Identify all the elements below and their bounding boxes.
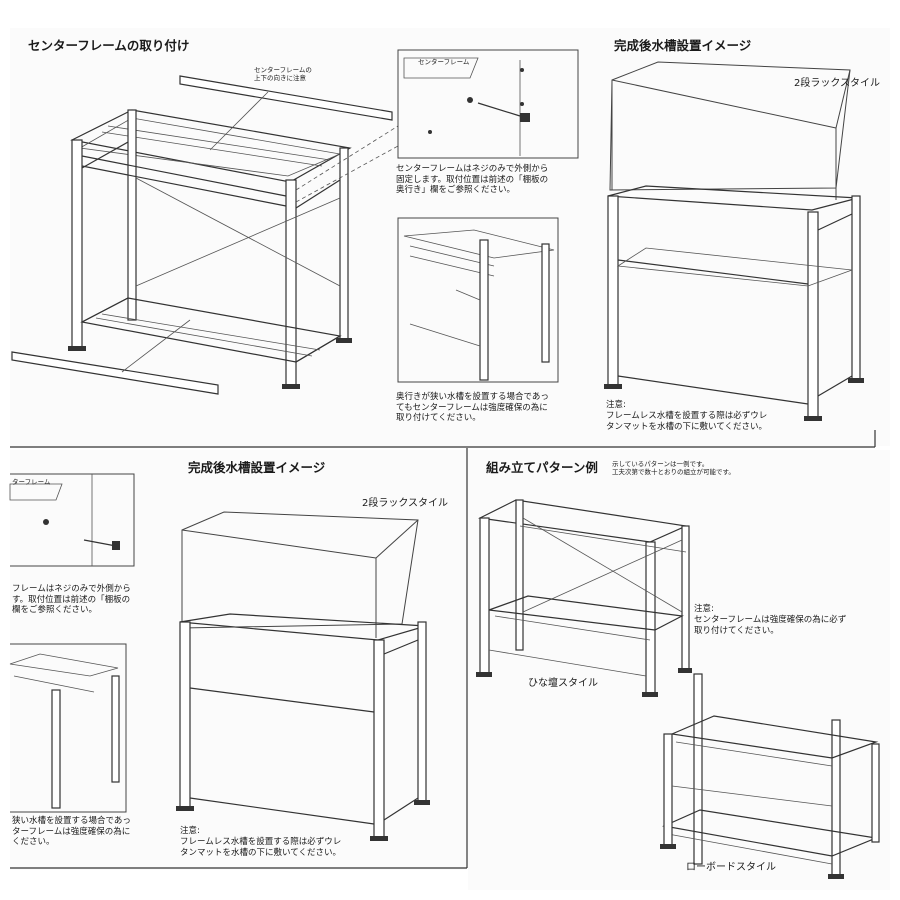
caution-label-patterns: 注意: [694, 604, 714, 614]
screw-fixing-note-cropped: フレームはネジのみで外側から す。取付位置は前述の「棚板の 欄をご参照ください。 [12, 584, 131, 616]
narrow-tank-note-cropped: 狭い水槽を設置する場合であっ ターフレームは強度確保の為に ください。 [12, 816, 131, 848]
low-board-rack-drawing [660, 673, 880, 879]
hina-dan-rack-drawing [476, 499, 692, 697]
center-frame-rack-drawing [11, 75, 399, 395]
screw-inset-bottom-left [9, 473, 135, 567]
caution-label-top: 注意: [606, 400, 626, 410]
center-frame-inset-label-cropped: ターフレーム [12, 478, 51, 486]
hina-dan-style-label: ひな壇スタイル [528, 678, 598, 689]
center-frame-orientation-note: センターフレームの 上下の向きに注意 [254, 66, 312, 83]
center-frame-strength-caution: センターフレームは強度確保の為に必ず 取り付けてください。 [694, 615, 847, 636]
two-stage-style-label-bottom: 2段ラックスタイル [362, 498, 449, 509]
frameless-tank-caution-bottom: フレームレス水槽を設置する際は必ずウレ タンマットを水槽の下に敷いてください。 [180, 837, 342, 858]
screw-inset-top [397, 49, 579, 159]
screw-fixing-note: センターフレームはネジのみで外側から 固定します。取付位置は前述の「棚板の 奥行… [396, 164, 549, 196]
completed-rack-bottom-drawing [176, 511, 430, 841]
low-board-style-label: ローボードスタイル [686, 862, 776, 873]
caution-label-bottom: 注意: [180, 826, 200, 836]
center-frame-heading: センターフレームの取り付け [28, 38, 190, 53]
two-stage-style-label-top: 2段ラックスタイル [794, 78, 881, 89]
narrow-tank-inset-bottom-left [9, 643, 127, 813]
narrow-tank-inset-top [397, 217, 559, 383]
assembly-patterns-note: 示しているパターンは一例です。 工夫次第で数十とおりの組立が可能です。 [612, 460, 735, 477]
center-frame-inset-label: センターフレーム [418, 58, 470, 66]
completed-rack-top-drawing [604, 61, 864, 421]
completed-image-heading-bottom: 完成後水槽設置イメージ [188, 460, 326, 475]
frameless-tank-caution-top: フレームレス水槽を設置する際は必ずウレ タンマットを水槽の下に敷いてください。 [606, 411, 768, 432]
assembly-patterns-heading: 組み立てパターン例 [486, 460, 598, 475]
completed-image-heading-top: 完成後水槽設置イメージ [614, 38, 752, 53]
narrow-tank-note: 奥行きが狭い水槽を設置する場合であっ てもセンターフレームは強度確保の為に 取り… [396, 392, 549, 424]
bottom-left-panel [10, 450, 466, 870]
